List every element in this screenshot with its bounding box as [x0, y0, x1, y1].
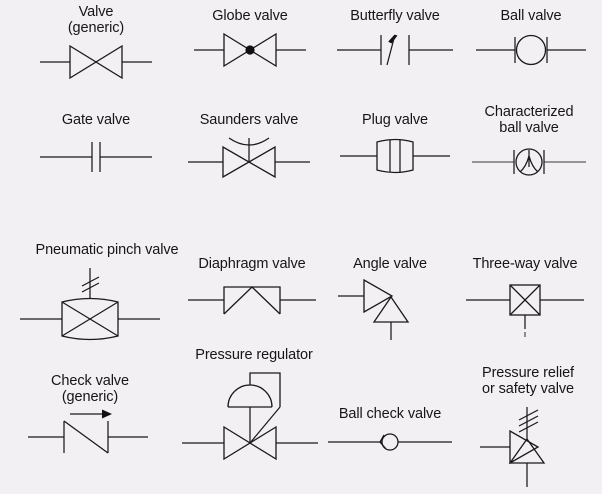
- symbol-cell-pressure-relief-valve: Pressure relief or safety valve: [458, 365, 598, 491]
- butterfly-disc-icon: [325, 26, 465, 74]
- symbol-label: Valve (generic): [67, 4, 125, 36]
- symbol-cell-gate-valve: Gate valve: [26, 112, 166, 178]
- symbol-label: Pneumatic pinch valve: [35, 242, 179, 258]
- symbol-label: Angle valve: [353, 256, 427, 272]
- symbol-cell-butterfly-valve: Butterfly valve: [325, 8, 465, 74]
- square-x-with-stem-icon: [452, 274, 598, 338]
- symbol-label: Butterfly valve: [350, 8, 440, 24]
- symbol-cell-plug-valve: Plug valve: [330, 112, 460, 178]
- flap-with-arrow-icon: [20, 407, 160, 457]
- symbol-label: Characterized ball valve: [484, 104, 574, 136]
- symbol-label: Three-way valve: [472, 256, 578, 272]
- circle-between-bars-icon: [466, 26, 596, 74]
- symbol-label: Gate valve: [61, 112, 131, 128]
- symbol-cell-pneumatic-pinch-valve: Pneumatic pinch valve: [14, 242, 200, 258]
- symbol-cell-ball-valve: Ball valve: [466, 8, 596, 74]
- circle-with-vee-icon: [456, 138, 602, 182]
- bowtie-with-dot-icon: [180, 26, 320, 74]
- symbol-cell-valve-generic: Valve (generic): [26, 4, 166, 86]
- bowtie-with-dome-icon: [174, 130, 324, 182]
- symbol-cell-characterized-ball-valve: Characterized ball valve: [456, 104, 602, 182]
- symbol-cell-three-way-valve: Three-way valve: [452, 256, 598, 338]
- symbol-label: Pressure relief or safety valve: [482, 365, 574, 397]
- symbol-cell-saunders-valve: Saunders valve: [174, 112, 324, 182]
- box-with-peak-icon: [176, 274, 328, 322]
- symbol-label: Ball check valve: [338, 406, 442, 422]
- two-triangle-angle-icon: [334, 274, 446, 340]
- symbol-label: Ball valve: [500, 8, 562, 24]
- symbol-cell-pressure-regulator: Pressure regulator: [174, 347, 334, 469]
- bowtie-valve-icon: [26, 38, 166, 86]
- cylinder-x-with-spring-icon: [8, 264, 168, 342]
- symbol-cell-ball-check-valve: Ball check valve: [320, 406, 460, 460]
- double-vertical-bar-icon: [26, 130, 166, 178]
- symbol-cell-globe-valve: Globe valve: [180, 8, 320, 74]
- symbol-label: Globe valve: [212, 8, 288, 24]
- plug-body-icon: [330, 130, 460, 178]
- symbol-label: Plug valve: [362, 112, 428, 128]
- symbol-cell-diaphragm-valve: Diaphragm valve: [176, 256, 328, 322]
- symbol-cell-angle-valve: Angle valve: [334, 256, 446, 340]
- symbol-label: Pressure regulator: [195, 347, 313, 363]
- angle-triangle-with-spring-icon: [458, 399, 598, 491]
- symbol-label: Check valve (generic): [51, 373, 129, 405]
- symbol-label: Saunders valve: [199, 112, 299, 128]
- small-circle-seat-icon: [320, 424, 460, 460]
- symbol-cell-check-valve-generic: Check valve (generic): [20, 373, 160, 457]
- bowtie-with-dome-and-pilot-icon: [174, 365, 334, 469]
- symbol-label: Diaphragm valve: [198, 256, 306, 272]
